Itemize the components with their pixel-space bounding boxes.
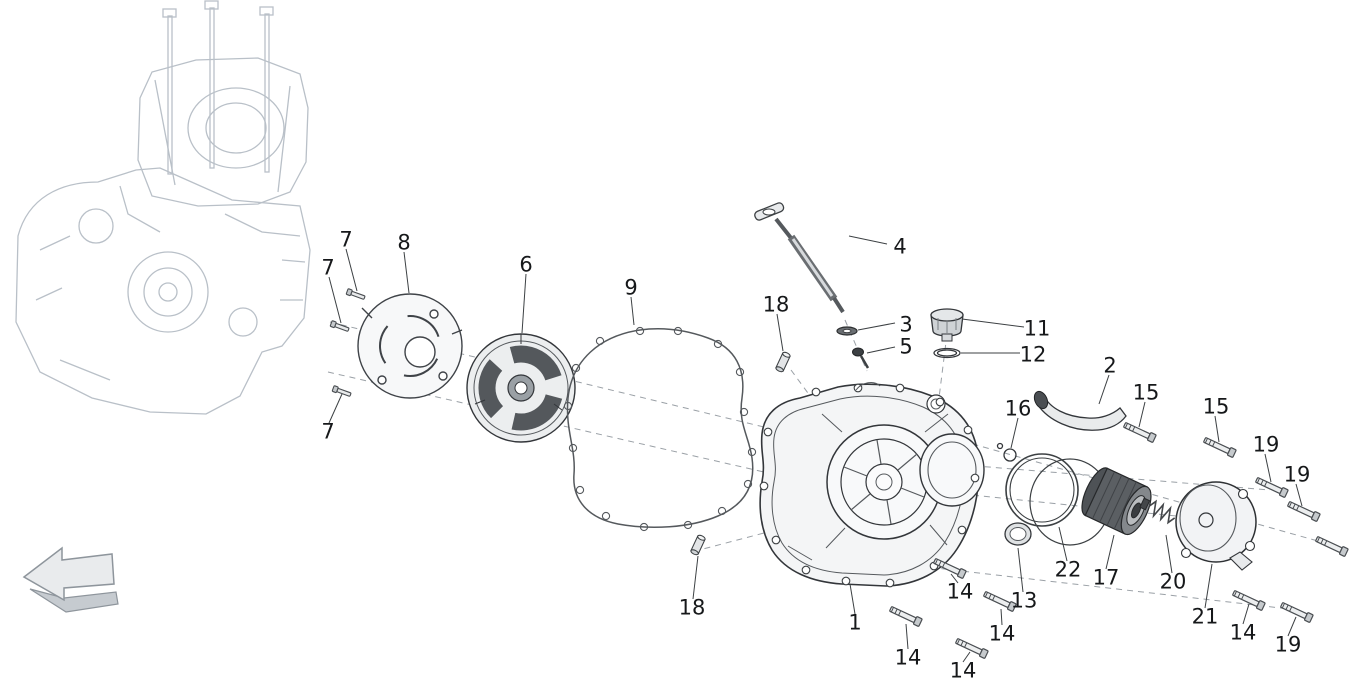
callout-label: 12 — [1019, 342, 1047, 367]
part-9-gasket-drawing — [563, 326, 757, 532]
callout-label: 6 — [519, 252, 533, 277]
callout-label: 13 — [1010, 588, 1038, 613]
part-16-ring-drawing — [996, 442, 1017, 462]
callout-label: 2 — [1103, 353, 1117, 378]
callout-label: 19 — [1274, 632, 1302, 657]
part-13-plug-drawing — [1004, 522, 1032, 546]
callout-label: 14 — [894, 645, 922, 670]
part-21-filter-cover-drawing — [1175, 481, 1257, 571]
callout-label: 5 — [899, 334, 913, 359]
part-6-clutch-drawing — [466, 333, 576, 443]
callout-label: 4 — [893, 234, 907, 259]
callout-label: 17 — [1092, 565, 1120, 590]
callout-label: 9 — [624, 275, 638, 300]
callout-label: 15 — [1132, 380, 1160, 405]
callout-label: 3 — [899, 312, 913, 337]
callout-label: 11 — [1023, 316, 1051, 341]
callout-label: 7 — [321, 255, 335, 280]
callout-label: 14 — [1229, 620, 1257, 645]
callout-label: 16 — [1004, 396, 1032, 421]
part-20-spring-drawing — [1139, 497, 1176, 525]
callout-label: 7 — [339, 227, 353, 252]
part-5-screw-drawing — [852, 347, 870, 369]
callout-leader-lines — [328, 235, 1303, 663]
callout-label: 18 — [762, 292, 790, 317]
part-11-cap-drawing — [930, 308, 964, 342]
callout-label: 19 — [1252, 432, 1280, 457]
callout-label: 14 — [988, 621, 1016, 646]
callout-label: 1 — [848, 610, 862, 635]
callout-label: 8 — [397, 230, 411, 255]
part-17-oil-filter-drawing — [1081, 467, 1152, 536]
part-8-plate-drawing — [357, 293, 463, 399]
part-1-cover-drawing — [759, 382, 985, 588]
part-4-dipstick-drawing — [754, 202, 845, 314]
part-3-washer-drawing — [836, 326, 858, 336]
callout-label: 22 — [1054, 557, 1082, 582]
callout-label: 14 — [946, 579, 974, 604]
part-2-arm-drawing — [1033, 390, 1127, 431]
callout-label: 21 — [1191, 604, 1219, 629]
callout-label: 15 — [1202, 394, 1230, 419]
part-12-oring-drawing — [933, 347, 961, 359]
callout-label: 18 — [678, 595, 706, 620]
left-crankcase-drawing — [15, 0, 311, 415]
callout-label: 20 — [1159, 569, 1187, 594]
callout-label: 19 — [1283, 462, 1311, 487]
callout-label: 14 — [949, 658, 977, 683]
callout-label: 7 — [321, 419, 335, 444]
direction-arrow-icon — [22, 546, 119, 613]
